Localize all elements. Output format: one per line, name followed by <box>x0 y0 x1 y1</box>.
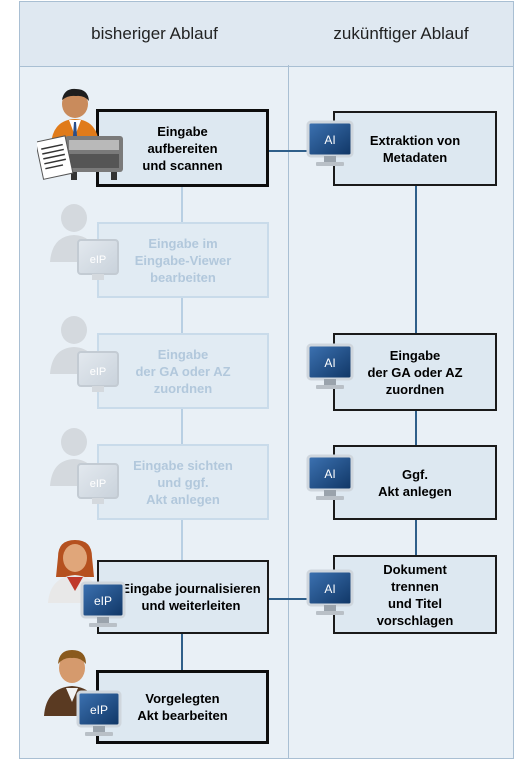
step-label: Vorgelegten Akt bearbeiten <box>137 691 228 723</box>
step-box-left-6: Vorgelegten Akt bearbeiten <box>96 670 269 744</box>
monitor-label: AI <box>324 356 335 370</box>
person-faded-icon: eIP <box>50 316 119 392</box>
person-scanner-icon <box>37 88 123 180</box>
step-box-left-5: Eingabe journalisieren und weiterleiten <box>97 560 269 634</box>
step-box-right-1: Extraktion von Metadaten <box>333 111 497 186</box>
connector-left-1 <box>181 187 183 222</box>
column-header-left: bisheriger Ablauf <box>20 2 290 67</box>
step-label: Eingabe sichten und ggf. Akt anlegen <box>133 457 233 507</box>
connector-h-top <box>267 150 309 152</box>
column-header-right: zukünftiger Ablauf <box>289 2 513 67</box>
connector-left-3 <box>181 409 183 444</box>
column-divider <box>288 65 289 759</box>
person-faded-icon: eIP <box>50 204 119 280</box>
person-woman-icon: eIP <box>48 540 126 627</box>
monitor-label: eIP <box>90 254 107 266</box>
step-box-left-1: Eingabe aufbereiten und scannen <box>96 109 269 187</box>
ai-monitor-icon: AI <box>306 343 354 389</box>
monitor-label: eIP <box>90 366 107 378</box>
monitor-label: eIP <box>94 594 112 608</box>
step-box-right-4: Dokument trennen und Titel vorschlagen <box>333 555 497 634</box>
ai-monitor-icon: AI <box>306 120 354 166</box>
monitor-label: AI <box>324 467 335 481</box>
connector-left-2 <box>181 298 183 333</box>
ai-monitor-icon: AI <box>306 569 354 615</box>
step-label: Ggf. Akt anlegen <box>378 466 452 499</box>
connector-left-5 <box>181 634 183 670</box>
step-box-left-3: Eingabe der GA oder AZ zuordnen <box>97 333 269 409</box>
monitor-label: eIP <box>90 478 107 490</box>
monitor-label: AI <box>324 582 335 596</box>
step-label: Eingabe journalisieren und weiterleiten <box>121 581 261 613</box>
connector-h-mid <box>267 598 309 600</box>
step-label: Eingabe aufbereiten und scannen <box>142 123 223 173</box>
step-box-left-4: Eingabe sichten und ggf. Akt anlegen <box>97 444 269 520</box>
step-label: Extraktion von Metadaten <box>369 132 461 165</box>
ai-monitor-icon: AI <box>306 454 354 500</box>
step-box-right-3: Ggf. Akt anlegen <box>333 445 497 520</box>
step-box-left-2: Eingabe im Eingabe-Viewer bearbeiten <box>97 222 269 298</box>
monitor-label: AI <box>324 133 335 147</box>
monitor-label: eIP <box>90 703 108 717</box>
step-label: Eingabe der GA oder AZ zuordnen <box>367 347 463 397</box>
step-label: Dokument trennen und Titel vorschlagen <box>376 561 454 628</box>
step-label: Eingabe im Eingabe-Viewer bearbeiten <box>134 235 232 285</box>
step-label: Eingabe der GA oder AZ zuordnen <box>135 346 231 396</box>
connector-left-4 <box>181 520 183 560</box>
step-box-right-2: Eingabe der GA oder AZ zuordnen <box>333 333 497 411</box>
person-faded-icon: eIP <box>50 428 119 504</box>
person-man-icon: eIP <box>44 650 122 736</box>
